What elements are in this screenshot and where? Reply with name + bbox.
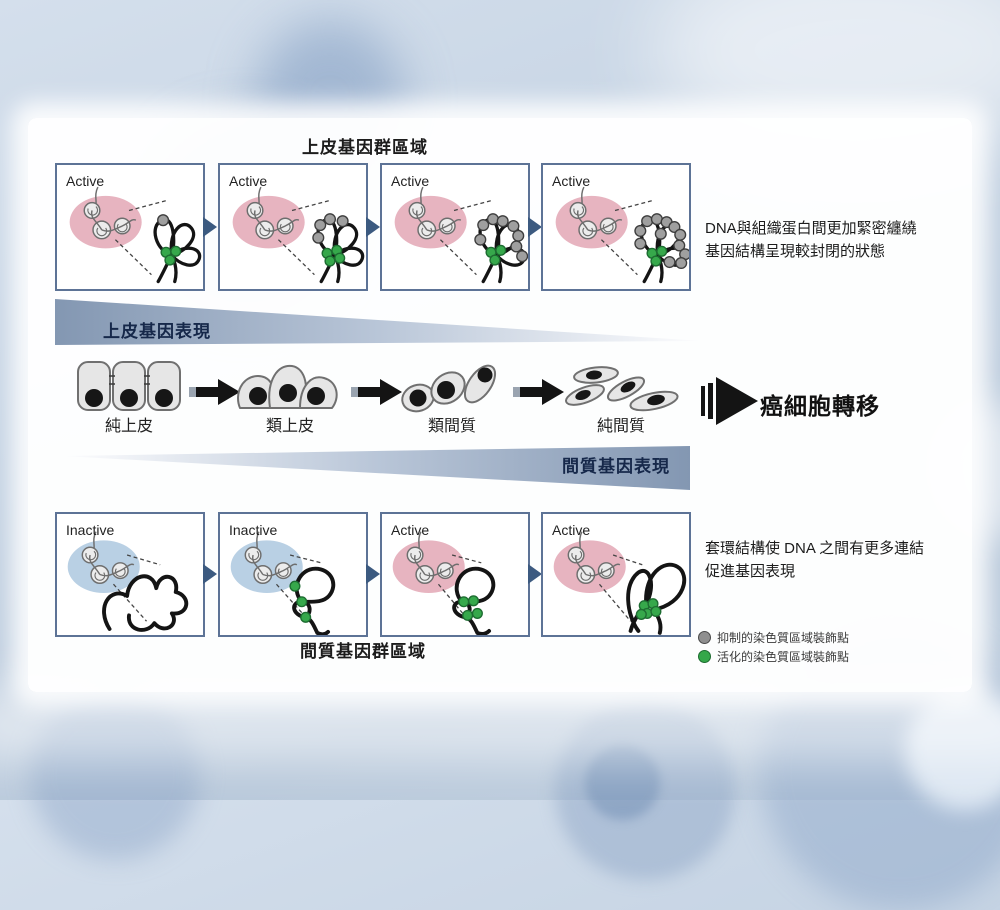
dna-loop-diagram-icon xyxy=(391,530,496,635)
stage-label-epithelial-like: 類上皮 xyxy=(265,418,314,435)
chromatin-box-mesenchymal-1: Inactive xyxy=(55,512,205,637)
top-note-line2: 基因結構呈現較封閉的狀態 xyxy=(705,242,886,260)
stage-label-pure-mesenchymal: 純間質 xyxy=(596,418,645,435)
repressed-mark-icon xyxy=(698,631,711,644)
stage-label-mesenchymal-like: 類間質 xyxy=(427,418,476,435)
chromatin-box-mesenchymal-2: Inactive xyxy=(218,512,368,637)
state-label: Inactive xyxy=(229,522,278,538)
state-label: Active xyxy=(552,522,591,538)
dna-loop-diagram-icon xyxy=(229,530,336,635)
top-note: DNA與組織蛋白間更加緊密纏繞 基因結構呈現較封閉的狀態 xyxy=(705,218,990,263)
state-label: Active xyxy=(391,522,430,538)
stage-label-pure-epithelial: 純上皮 xyxy=(104,418,153,435)
state-label: Active xyxy=(229,173,268,189)
metastasis-arrow-icon xyxy=(701,377,758,425)
top-region-title: 上皮基因群區域 xyxy=(302,138,428,157)
legend-row-activated: 活化的染色質區域裝飾點 xyxy=(698,647,849,666)
block-arrow-right-icon xyxy=(351,379,402,405)
bottom-region-title: 間質基因群區域 xyxy=(300,642,426,661)
dna-loop-diagram-icon xyxy=(66,530,189,632)
epithelial-expression-wedge xyxy=(55,299,703,345)
chromatin-box-epithelial-1: Active xyxy=(55,163,205,291)
arrow-right-icon xyxy=(528,217,542,237)
bottom-note: 套環結構使 DNA 之間有更多連結 促進基因表現 xyxy=(705,538,990,583)
metastasis-label: 癌細胞轉移 xyxy=(760,393,880,419)
chromatin-box-epithelial-3: Active xyxy=(380,163,530,291)
legend-repressed-label: 抑制的染色質區域裝飾點 xyxy=(717,631,850,645)
block-arrow-right-icon xyxy=(189,379,240,405)
dna-loop-diagram-icon xyxy=(554,186,689,284)
epithelial-wedge-label: 上皮基因表現 xyxy=(103,322,211,341)
top-note-line1: DNA與組織蛋白間更加緊密纏繞 xyxy=(705,220,917,237)
activated-mark-icon xyxy=(698,650,711,663)
bottom-note-line1: 套環結構使 DNA 之間有更多連結 xyxy=(705,540,925,557)
background-bubble xyxy=(905,690,1000,810)
state-label: Active xyxy=(66,173,105,189)
legend: 抑制的染色質區域裝飾點 活化的染色質區域裝飾點 xyxy=(698,628,849,666)
state-label: Inactive xyxy=(66,522,115,538)
state-label: Active xyxy=(552,173,591,189)
mesenchymal-expression-wedge xyxy=(62,446,690,490)
bottom-note-line2: 促進基因表現 xyxy=(705,562,796,580)
dna-loop-diagram-icon xyxy=(68,186,202,284)
chromatin-box-mesenchymal-4: Active xyxy=(541,512,691,637)
cell-group-pure-epithelial-icon xyxy=(77,361,181,411)
mesenchymal-wedge-label: 間質基因表現 xyxy=(562,457,670,476)
cell-group-mesenchymal-like-icon xyxy=(401,364,497,413)
dna-loop-diagram-icon xyxy=(552,530,687,635)
legend-row-repressed: 抑制的染色質區域裝飾點 xyxy=(698,628,849,647)
background-bubble xyxy=(30,690,200,860)
arrow-right-icon xyxy=(203,564,217,584)
chromatin-box-epithelial-4: Active xyxy=(541,163,691,291)
arrow-right-icon xyxy=(528,564,542,584)
state-label: Active xyxy=(391,173,430,189)
legend-activated-label: 活化的染色質區域裝飾點 xyxy=(717,650,850,664)
block-arrow-right-icon xyxy=(513,379,564,405)
background-bubble xyxy=(585,745,660,820)
dna-loop-diagram-icon xyxy=(393,186,528,284)
chromatin-box-mesenchymal-3: Active xyxy=(380,512,530,637)
arrow-right-icon xyxy=(203,217,217,237)
arrow-right-icon xyxy=(366,217,380,237)
cell-group-pure-mesenchymal-icon xyxy=(565,366,679,412)
dna-loop-diagram-icon xyxy=(231,186,365,284)
arrow-right-icon xyxy=(366,564,380,584)
chromatin-box-epithelial-2: Active xyxy=(218,163,368,291)
cell-group-epithelial-like-icon xyxy=(237,364,338,409)
background-bubble xyxy=(555,700,735,880)
background-light-band xyxy=(0,690,1000,760)
